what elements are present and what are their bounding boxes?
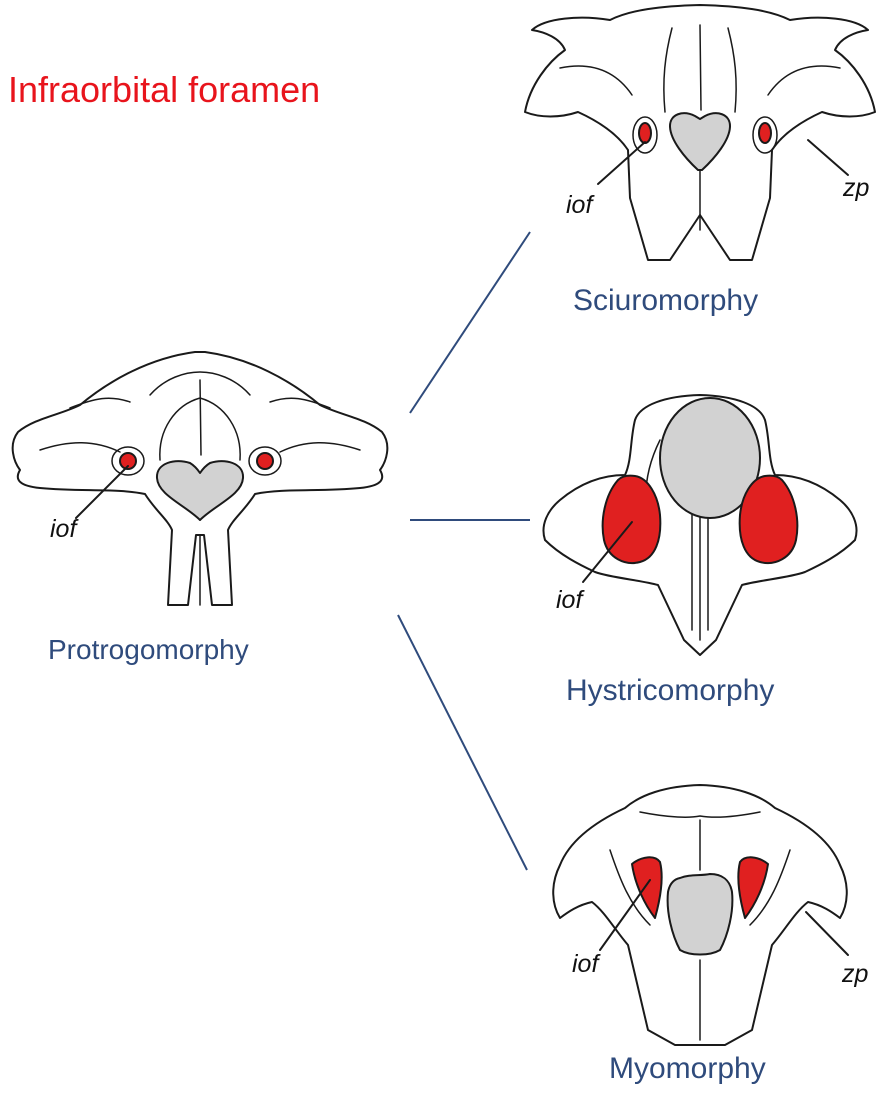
label-hystricomorphy: Hystricomorphy [566, 676, 774, 706]
skull-suture [700, 25, 701, 110]
skull-myomorphy [553, 785, 848, 1045]
label-protrogomorphy: Protrogomorphy [48, 636, 249, 664]
iof-label-protrogomorphy: iof [50, 517, 76, 542]
skull-sciuromorphy [525, 5, 875, 260]
skull-suture [200, 380, 201, 455]
infraorbital-foramen-left [603, 476, 661, 563]
palate [668, 874, 733, 955]
iof-label-myomorphy: iof [572, 952, 598, 977]
infraorbital-foramen-right [257, 453, 273, 469]
zp-pointer [808, 140, 848, 175]
skull-hystricomorphy [543, 395, 856, 655]
label-myomorphy: Myomorphy [609, 1054, 766, 1084]
infraorbital-foramen-left [639, 123, 651, 143]
skull-protrogomorphy [13, 352, 388, 605]
iof-label-sciuromorphy: iof [566, 193, 592, 218]
branch-line-myomorphy [398, 615, 527, 870]
label-sciuromorphy: Sciuromorphy [573, 286, 758, 316]
zp-label-myomorphy: zp [842, 962, 868, 987]
infraorbital-foramen-right [740, 476, 798, 563]
branch-line-sciuromorphy [410, 232, 530, 413]
zp-pointer [806, 912, 848, 955]
iof-label-hystricomorphy: iof [556, 588, 582, 613]
zp-label-sciuromorphy: zp [843, 176, 869, 201]
infraorbital-foramen-right [759, 123, 771, 143]
